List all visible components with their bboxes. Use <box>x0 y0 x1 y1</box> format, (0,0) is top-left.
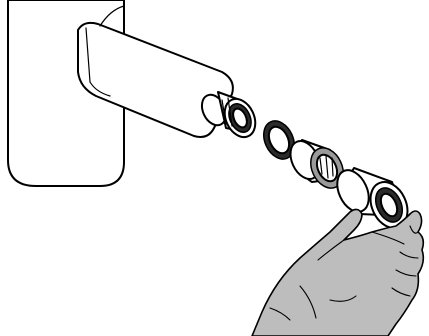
gloved-hand <box>252 209 423 336</box>
